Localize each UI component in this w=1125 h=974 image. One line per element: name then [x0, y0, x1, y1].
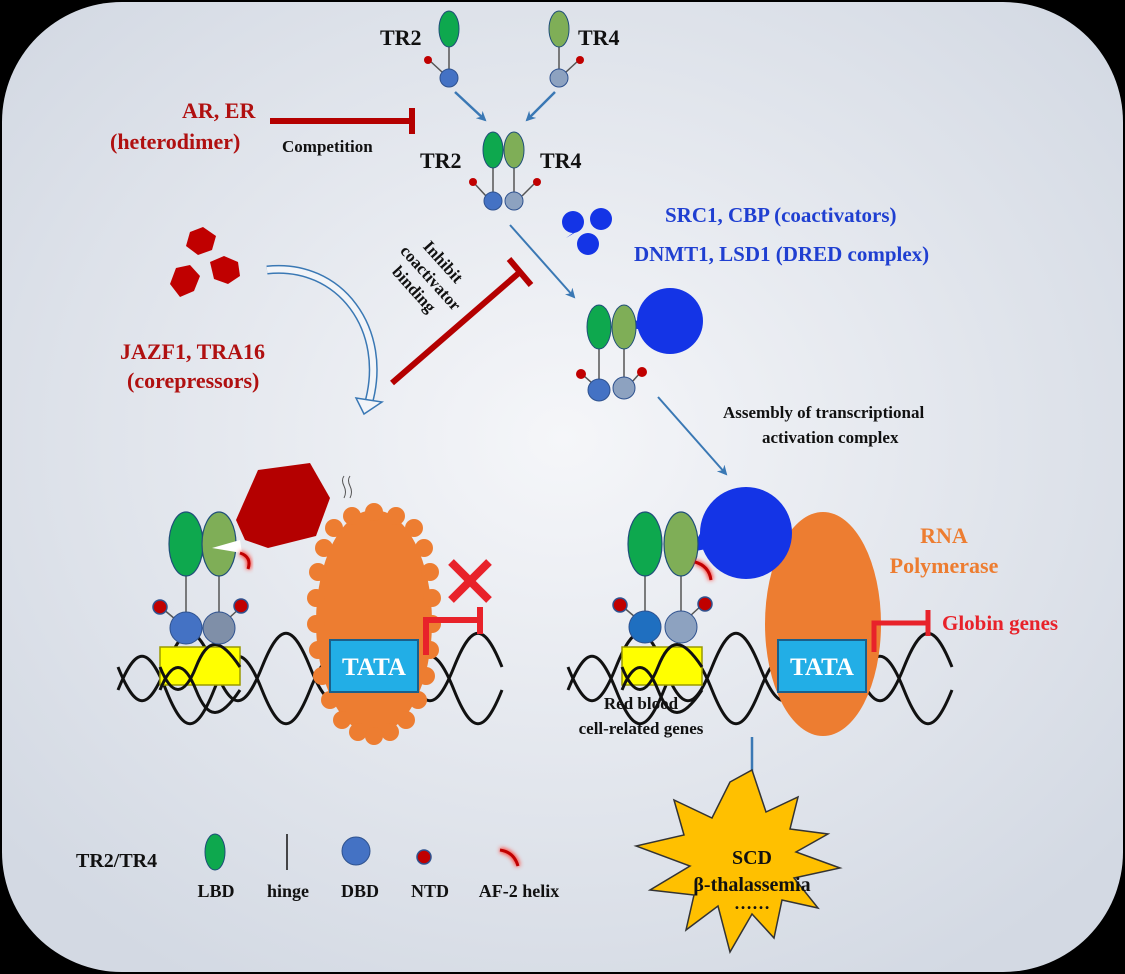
corepressor-binding-arrow [266, 264, 385, 416]
coactivator-circle [700, 487, 792, 579]
competition-label: Competition [282, 137, 373, 156]
tr2-tr4-dimer [469, 131, 541, 211]
lbd-icon [586, 304, 612, 350]
corepressors-label: (corepressors) [127, 368, 259, 393]
ntd-icon [576, 369, 586, 379]
lbd-icon [548, 10, 570, 48]
tr4-mid-label: TR4 [540, 148, 582, 173]
lbd-icon [611, 304, 637, 350]
ntd-icon [637, 367, 647, 377]
legend-ntd-icon [416, 849, 432, 865]
dbd-icon [202, 611, 236, 645]
tr4-monomer-top [548, 10, 584, 88]
dbd-icon [664, 610, 698, 644]
inhibit-coactivator-bar [390, 257, 534, 386]
lbd-icon [627, 511, 663, 577]
legend-af2-helix-icon [499, 848, 520, 867]
corepressor-shapes [170, 227, 240, 297]
tr2-mid-label: TR2 [420, 148, 462, 173]
rna-label-line1: RNA [920, 523, 968, 548]
legend-dbd-icon [341, 836, 371, 866]
tata-right-label: TATA [790, 654, 854, 681]
legend-hinge-label: hinge [267, 881, 309, 901]
legend-af2-label: AF-2 helix [479, 881, 560, 901]
ntd-icon [233, 598, 249, 614]
lbd-icon [503, 131, 525, 169]
legend-lbd-label: LBD [197, 881, 234, 901]
corepressor-bound [236, 463, 330, 548]
dbd-icon [587, 378, 611, 402]
tata-box-right [777, 639, 867, 693]
legend-dbd-label: DBD [341, 881, 379, 901]
dbd-icon [483, 191, 503, 211]
tr2-monomer-top [424, 10, 460, 88]
dbd-icon [439, 68, 459, 88]
coactivator-circle [637, 288, 703, 354]
af2-helix-icon [239, 551, 251, 570]
arrow-tr4-to-dimer [525, 91, 556, 122]
cross-icon [448, 559, 492, 603]
dbd-icon [549, 68, 569, 88]
jazf1-label: JAZF1, TRA16 [120, 339, 265, 364]
af2-helix-icon [694, 560, 713, 581]
tata-left-label: TATA [342, 654, 406, 681]
ntd-icon [576, 56, 584, 64]
dbd-icon [612, 376, 636, 400]
tata-box-left [329, 639, 419, 693]
arrow-tr2-to-dimer [454, 91, 487, 122]
rna-label-line2: Polymerase [890, 553, 999, 578]
dbd-icon [169, 611, 203, 645]
heterodimer-label: (heterodimer) [110, 129, 240, 154]
ntd-icon [424, 56, 432, 64]
legend-lbd-icon [204, 833, 226, 871]
assembly-label-line2: activation complex [762, 428, 899, 447]
arrow-to-activation-complex [657, 396, 728, 476]
blocked-transcription [423, 559, 492, 655]
globin-transcription-arrow [871, 610, 931, 652]
tr2-top-label: TR2 [380, 25, 422, 50]
legend-title: TR2/TR4 [76, 850, 157, 872]
ar-er-label: AR, ER [182, 98, 256, 123]
dbd-icon [628, 610, 662, 644]
dimer-with-coactivator-on-dna [612, 487, 792, 644]
thalassemia-label: β-thalassemia [693, 874, 810, 896]
dbd-icon [504, 191, 524, 211]
dna-overlay-left [158, 643, 242, 714]
scd-label: SCD [732, 847, 772, 869]
dimer-with-corepressor [152, 463, 330, 645]
lbd-icon [663, 511, 699, 577]
dna-overlay-right [620, 643, 704, 714]
legend: TR2/TR4 LBD hinge DBD NTD AF-2 helix [76, 833, 560, 901]
ntd-icon [469, 178, 477, 186]
ntd-icon [152, 599, 168, 615]
dred-label: DNMT1, LSD1 (DRED complex) [634, 242, 929, 266]
coactivators-label: SRC1, CBP (coactivators) [665, 203, 897, 227]
ellipsis-label: …… [734, 893, 770, 913]
rbc-label-line2: cell-related genes [579, 719, 704, 738]
dna-helix-right [566, 632, 954, 725]
rbc-label-line1: Red blood [604, 694, 679, 713]
tr4-top-label: TR4 [578, 25, 620, 50]
dimer-with-coactivator [576, 288, 703, 402]
arrow-dimer-to-complex [509, 224, 576, 299]
assembly-label-line1: Assembly of transcriptional [723, 403, 924, 422]
globin-genes-label: Globin genes [942, 611, 1058, 635]
coactivator-balls [562, 208, 612, 255]
ntd-icon [612, 597, 628, 613]
lbd-icon [438, 10, 460, 48]
disease-starburst [633, 768, 843, 954]
legend-ntd-label: NTD [411, 881, 449, 901]
lbd-icon [482, 131, 504, 169]
lbd-icon [168, 511, 204, 577]
ntd-icon [697, 596, 713, 612]
ntd-icon [533, 178, 541, 186]
